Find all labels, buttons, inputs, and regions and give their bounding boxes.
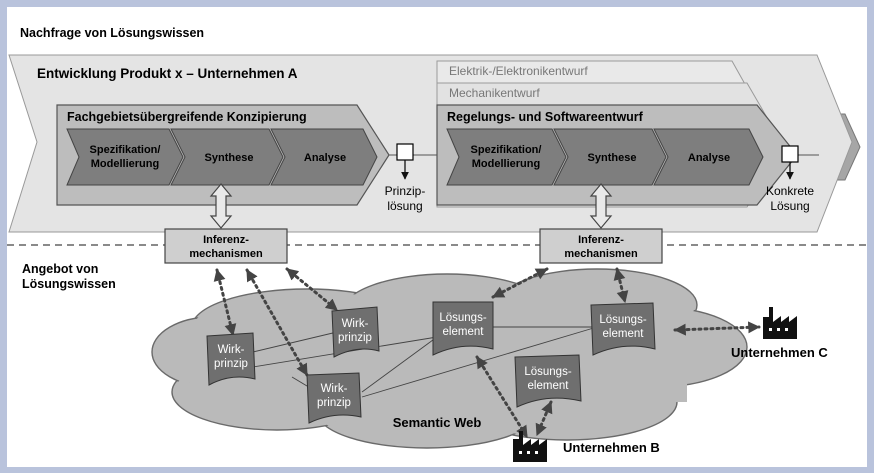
loesungselement-doc-2: Lösungs- element	[590, 302, 656, 356]
diagram-canvas: Nachfrage von Lösungswissen Entwicklung …	[7, 7, 867, 467]
wirkprinzip-1-l1: Wirk-	[342, 318, 369, 330]
right-double-arrow	[589, 183, 613, 229]
loesungselement-doc-1: Lösungs- element	[432, 301, 494, 356]
loesungselement-1-l2: element	[443, 326, 485, 338]
concrete-solution-l1: Konkrete	[766, 184, 814, 198]
principle-solution-l1: Prinzip-	[385, 184, 426, 198]
right-step-synthesis	[553, 128, 667, 186]
wirkprinzip-2-l1: Wirk-	[218, 344, 245, 356]
left-step-analysis	[270, 128, 378, 186]
company-b-label: Unternehmen B	[563, 440, 660, 455]
inference-left-l2: mechanismen	[189, 248, 263, 260]
wirkprinzip-3-l2: prinzip	[317, 397, 351, 409]
dotted-links	[213, 267, 761, 439]
inference-left-l1: Inferenz-	[203, 234, 249, 246]
left-phase-title: Fachgebietsübergreifende Konzipierung	[67, 110, 307, 124]
right-step-analysis-label: Analyse	[688, 152, 730, 164]
left-double-arrow	[209, 183, 233, 229]
wirkprinzip-2-l2: prinzip	[214, 358, 248, 370]
loesungselement-doc-3: Lösungs- element	[514, 354, 582, 408]
inference-right-l1: Inferenz-	[578, 234, 624, 246]
left-step-specification-l2: Modellierung	[91, 158, 159, 170]
company-c-label: Unternehmen C	[731, 345, 828, 360]
offer-label-l1: Angebot von	[22, 262, 98, 276]
right-step-analysis	[653, 128, 764, 186]
inference-left-box	[164, 228, 288, 264]
concrete-solution-square	[781, 145, 799, 163]
right-step-specification	[446, 128, 567, 186]
principle-solution-square	[396, 143, 414, 161]
right-phase-title: Regelungs- und Softwareentwurf	[447, 110, 644, 124]
right-step-specification-l1: Spezifikation/	[471, 144, 542, 156]
left-step-synthesis	[170, 128, 284, 186]
right-step-specification-l2: Modellierung	[472, 158, 540, 170]
wirkprinzip-doc-1: Wirk- prinzip	[331, 306, 380, 358]
left-step-synthesis-label: Synthese	[205, 152, 254, 164]
left-step-specification-l1: Spezifikation/	[90, 144, 161, 156]
inference-right-box	[539, 228, 663, 264]
product-development-label: Entwicklung Produkt x – Unternehmen A	[37, 66, 298, 81]
right-step-synthesis-label: Synthese	[588, 152, 637, 164]
offer-label-l2: Lösungswissen	[22, 277, 116, 291]
cloud-label: Semantic Web	[393, 415, 482, 430]
loesungselement-3-l1: Lösungs-	[524, 366, 571, 378]
layer-mechanics-label: Mechanikentwurf	[449, 86, 540, 100]
diagram-svg: Nachfrage von Lösungswissen Entwicklung …	[7, 26, 867, 462]
factory-icon-b	[513, 431, 547, 462]
demand-label: Nachfrage von Lösungswissen	[20, 26, 204, 40]
layer-electronics-label: Elektrik-/Elektronikentwurf	[449, 64, 588, 78]
left-step-analysis-label: Analyse	[304, 152, 346, 164]
principle-solution-l2: lösung	[387, 199, 422, 213]
loesungselement-3-l2: element	[528, 380, 570, 392]
factory-icon-c	[763, 307, 797, 339]
wirkprinzip-doc-2: Wirk- prinzip	[206, 332, 256, 386]
loesungselement-1-l1: Lösungs-	[439, 312, 486, 324]
concrete-solution-l2: Lösung	[770, 199, 809, 213]
wirkprinzip-doc-3: Wirk- prinzip	[306, 372, 362, 424]
left-step-specification	[66, 128, 184, 186]
loesungselement-2-l1: Lösungs-	[599, 314, 646, 326]
loesungselement-2-l2: element	[603, 328, 645, 340]
wirkprinzip-3-l1: Wirk-	[321, 383, 348, 395]
inference-right-l2: mechanismen	[564, 248, 638, 260]
wirkprinzip-1-l2: prinzip	[338, 332, 372, 344]
